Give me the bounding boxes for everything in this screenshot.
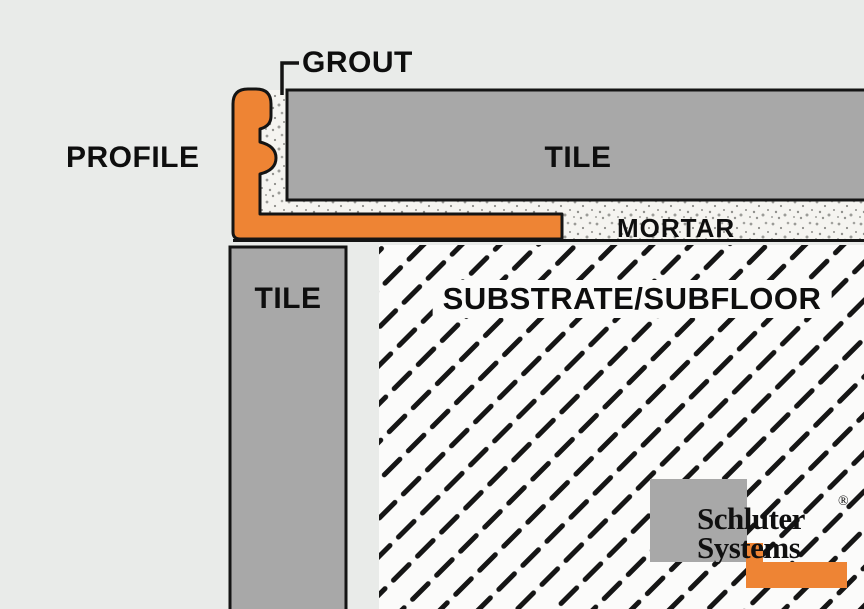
top-tile-label: TILE — [544, 141, 612, 174]
profile-label: PROFILE — [66, 141, 200, 174]
logo-registered-mark: ® — [838, 494, 849, 509]
grout-label: GROUT — [302, 46, 413, 79]
logo-orange-profile — [746, 543, 847, 588]
substrate-label: SUBSTRATE/SUBFLOOR — [432, 280, 832, 319]
grout-leader-line — [280, 61, 299, 95]
logo-text-systems: Systems — [697, 530, 801, 565]
wall-tile-label: TILE — [254, 282, 322, 315]
mortar-label: MORTAR — [617, 213, 736, 243]
wall-tile — [228, 245, 348, 609]
profile-shape — [231, 87, 564, 241]
top-tile — [285, 88, 864, 202]
logo-gray-square — [650, 479, 747, 562]
logo-text-schluter: Schluter — [697, 501, 805, 536]
